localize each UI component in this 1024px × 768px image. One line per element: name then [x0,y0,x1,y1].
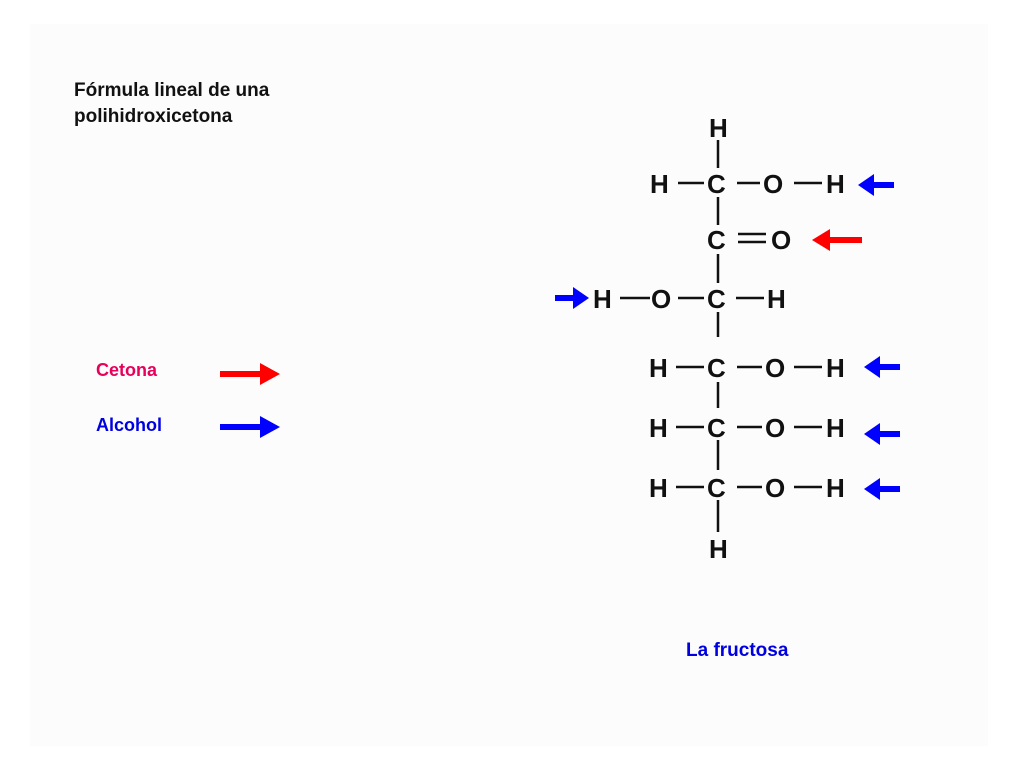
atom-h-top: H [709,113,728,143]
atom-h-bottom: H [709,534,728,564]
atom-h-c6-left: H [649,473,668,503]
atom-h-c3-left: H [593,284,612,314]
atom-o-c4: O [765,353,785,383]
atom-h-c4-left: H [649,353,668,383]
atom-o-c5: O [765,413,785,443]
atom-o-ketone: O [771,225,791,255]
alcohol-arrow-c4 [864,356,900,378]
atom-o-c1: O [763,169,783,199]
slide-background [30,24,988,746]
slide-title: Fórmula lineal de una polihidroxicetona [74,78,269,130]
atom-c2: C [707,225,726,255]
atom-h-c5-right: H [826,413,845,443]
atom-h-c6-right: H [826,473,845,503]
alcohol-arrow-c5 [864,423,900,445]
atom-o-c3: O [651,284,671,314]
alcohol-arrow-c1 [858,174,894,196]
legend-alcohol-arrow [220,416,280,438]
legend-ketone-arrow [220,363,280,385]
atom-c6: C [707,473,726,503]
legend-alcohol-label: Alcohol [96,415,162,435]
atom-c1: C [707,169,726,199]
atom-c5: C [707,413,726,443]
atom-c4: C [707,353,726,383]
atom-h-c3-right: H [767,284,786,314]
atoms: H H C O H C O H O C H H C O H H C O H H … [593,113,845,564]
atom-c3: C [707,284,726,314]
molecule-caption: La fructosa [686,640,789,661]
atom-h-c1-right: H [826,169,845,199]
title-line-2: polihidroxicetona [74,106,233,127]
atom-h-c5-left: H [649,413,668,443]
legend-ketone-label: Cetona [96,360,158,380]
atom-o-c6: O [765,473,785,503]
atom-h-c4-right: H [826,353,845,383]
atom-h-c1-left: H [650,169,669,199]
alcohol-arrow-c3 [555,287,589,309]
alcohol-arrow-c6 [864,478,900,500]
ketone-arrow-c2 [812,229,862,251]
bonds [620,140,822,532]
title-line-1: Fórmula lineal de una [74,80,270,101]
